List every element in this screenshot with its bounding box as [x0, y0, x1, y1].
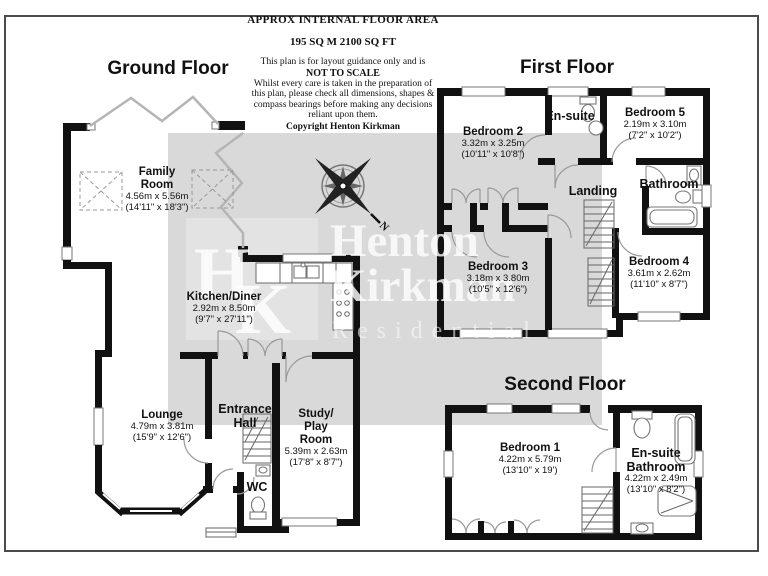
room-label-entrance-hall: Entrance Hall	[218, 402, 272, 431]
room-label-kitchen-diner: Kitchen/Diner 2.92m x 8.50m (9'7" x 27'1…	[186, 291, 262, 325]
room-label-bathroom: Bathroom	[639, 177, 699, 191]
first-floor-title: First Floor	[520, 57, 614, 78]
watermark-line1: Henton	[330, 215, 479, 267]
room-label-en-suite-bathroom: En-suite Bathroom 4.22m x 2.49m (13'10" …	[624, 446, 688, 495]
first-floor-stairs	[583, 199, 615, 307]
second-floor-doors	[451, 411, 617, 534]
watermark-line3: Residential	[332, 318, 539, 344]
roof-light-symbol	[79, 169, 234, 211]
ground-floor-stairs	[242, 413, 272, 464]
watermark-background	[168, 133, 602, 425]
room-label-bedroom-4: Bedroom 4 3.61m x 2.62m (11'10" x 8'7")	[627, 256, 691, 290]
watermark-text: H K Henton Kirkman Residential	[194, 215, 539, 349]
first-floor-doors	[451, 134, 667, 258]
header-block: APPROX INTERNAL FLOOR AREA 195 SQ M 2100…	[230, 14, 456, 132]
second-floor-title: Second Floor	[504, 374, 626, 395]
disclaimer-line1: This plan is for layout guidance only an…	[260, 57, 426, 67]
watermark-monogram-k: K	[235, 269, 291, 349]
bathroom-fixtures	[646, 165, 703, 228]
ground-floor-plan	[61, 95, 360, 538]
ground-floor-title: Ground Floor	[107, 58, 229, 79]
second-floor-stairs	[581, 486, 614, 534]
ground-floor-doors	[183, 330, 313, 495]
disclaimer-line3: this plan, please check all dimensions, …	[251, 89, 435, 99]
page-border	[4, 15, 759, 552]
room-label-bedroom-1: Bedroom 1 4.22m x 5.79m (13'10" x 19')	[498, 442, 562, 476]
compass-rose: N	[315, 158, 391, 234]
first-floor-plan	[437, 86, 712, 339]
room-label-bedroom-3: Bedroom 3 3.18m x 3.80m (10'5" x 12'6")	[466, 261, 530, 295]
not-to-scale: NOT TO SCALE	[306, 67, 380, 79]
header-area: 195 SQ M 2100 SQ FT	[289, 36, 397, 48]
watermark-line2: Kirkman	[330, 260, 515, 312]
room-label-landing: Landing	[568, 184, 618, 198]
room-label-bedroom-2: Bedroom 2 3.32m x 3.25m (10'11" x 10'8")	[461, 126, 525, 160]
room-label-bedroom-5: Bedroom 5 2.19m x 3.10m (7'2" x 10'2")	[623, 107, 687, 141]
room-label-family-room: Family Room 4.56m x 5.56m (14'11" x 18'3…	[125, 166, 189, 213]
room-label-lounge: Lounge 4.79m x 3.81m (15'9" x 12'6")	[130, 409, 194, 443]
second-ensuite-fixtures	[630, 410, 697, 535]
second-floor-plan	[443, 403, 704, 540]
watermark-monogram-h: H	[194, 233, 250, 313]
room-label-study-play-room: Study/ Play Room 5.39m x 2.63m (17'8" x …	[284, 408, 348, 468]
disclaimer-line2: Whilst every care is taken in the prepar…	[253, 78, 433, 89]
disclaimer-line5: reliant upon them.	[308, 110, 378, 120]
room-label-wc: WC	[246, 480, 268, 494]
kitchen-counter	[255, 262, 354, 331]
wc-fixtures	[249, 464, 271, 520]
header-title: APPROX INTERNAL FLOOR AREA	[247, 14, 439, 26]
copyright-line: Copyright Henton Kirkman	[285, 121, 400, 132]
room-label-en-suite: En-suite	[545, 109, 595, 123]
ensuite-fixtures	[579, 96, 604, 136]
disclaimer-line4: compass bearings before making any decis…	[253, 99, 433, 110]
